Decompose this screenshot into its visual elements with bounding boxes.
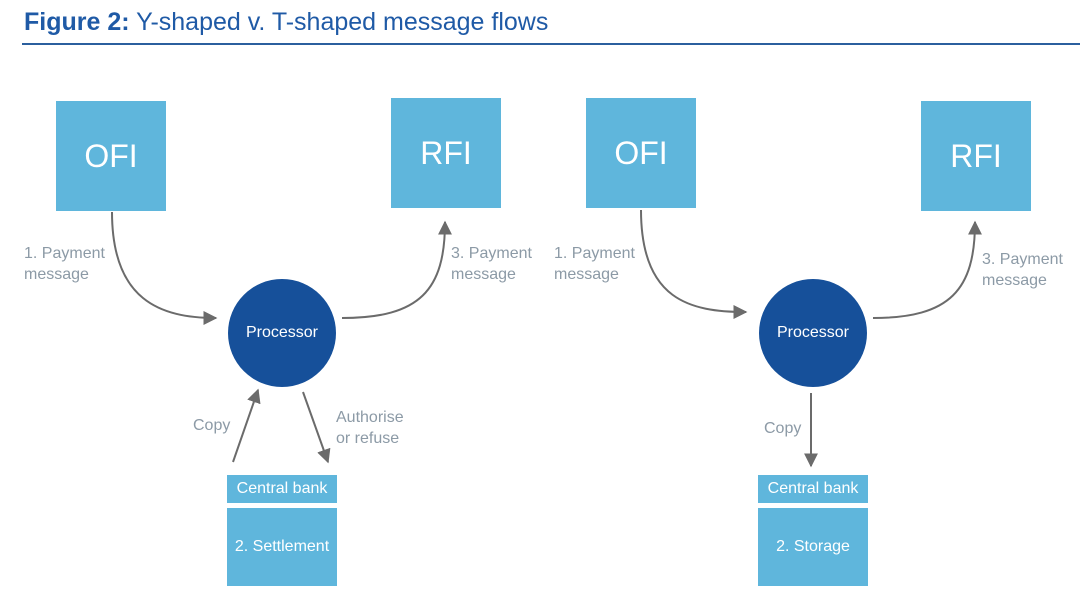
settlement-label-left: 2. Settlement [227,506,337,586]
arrow-ofi-to-processor-left [111,211,218,325]
ofi-label-left: OFI [84,137,138,174]
processor-node-right: Processor [759,279,867,387]
ofi-box-right: OFI [586,98,696,208]
rfi-label-left: RFI [420,134,472,171]
rfi-box-right: RFI [921,101,1031,211]
arrow-processor-to-rfi-right [872,220,982,319]
central-bank-box-left: Central bank 2. Settlement [227,475,337,586]
title-divider [22,43,1080,45]
step3-label-left: 3. Payment message [451,245,532,283]
authorise-label-left: Authorise or refuse [336,409,404,447]
arrow-processor-to-rfi-left [341,220,452,319]
ofi-label-right: OFI [614,134,668,171]
processor-node-left: Processor [228,279,336,387]
arrow-ofi-to-processor-right [640,209,748,319]
rfi-label-right: RFI [950,137,1002,174]
figure-number: Figure 2: [24,8,130,36]
storage-label-right: 2. Storage [758,506,868,586]
arrow-copy-to-processor-left [232,388,261,463]
step1-label-left: 1. Payment message [24,245,105,283]
figure-caption: Y-shaped v. T-shaped message flows [136,8,549,36]
central-bank-box-right: Central bank 2. Storage [758,475,868,586]
rfi-box-left: RFI [391,98,501,208]
processor-label-left: Processor [245,324,319,341]
central-bank-header-right: Central bank [758,475,868,506]
central-bank-header-left: Central bank [227,475,337,506]
copy-label-left: Copy [193,417,231,434]
processor-label-right: Processor [776,324,850,341]
figure-title: Figure 2: Y-shaped v. T-shaped message f… [24,8,548,37]
copy-label-right: Copy [764,420,802,437]
ofi-box-left: OFI [56,101,166,211]
step1-label-right: 1. Payment message [554,245,635,283]
step3-label-right: 3. Payment message [982,251,1063,289]
arrow-processor-to-central-bank-left [302,391,331,464]
